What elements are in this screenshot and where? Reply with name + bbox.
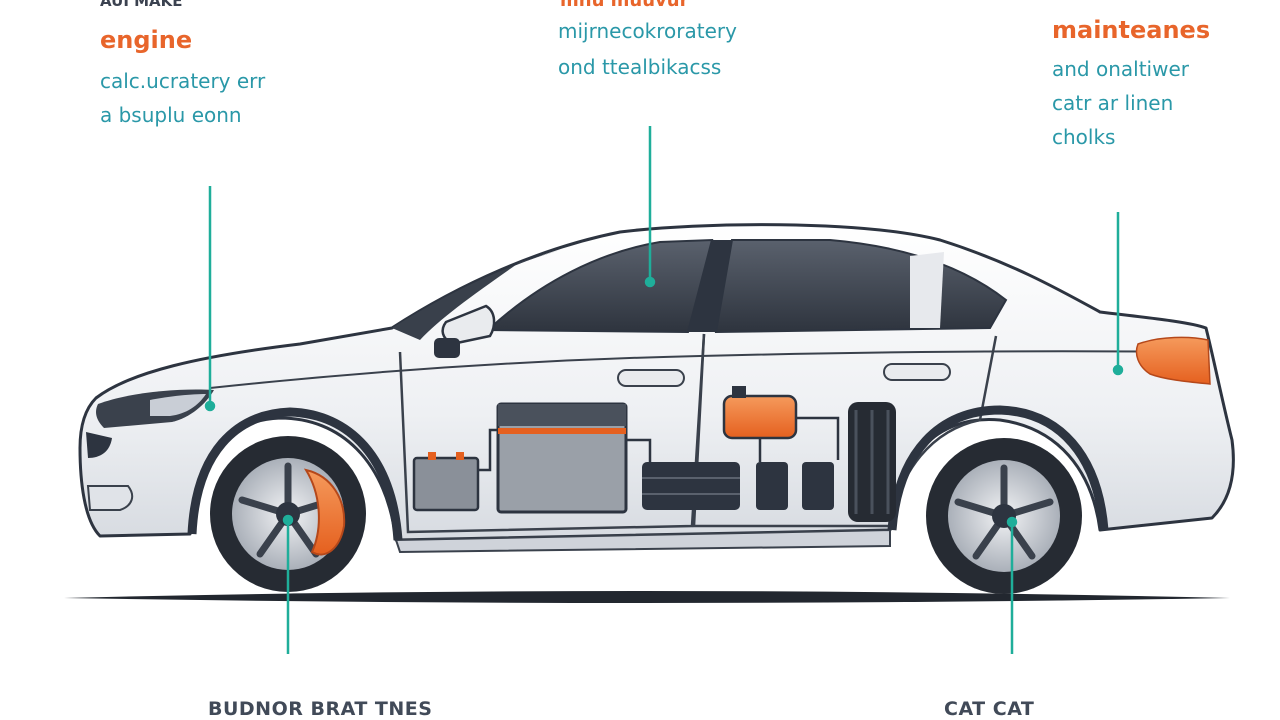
- right-callout-heading: mainteanes: [1052, 16, 1211, 44]
- brake-caliper: [303, 468, 346, 556]
- mirror-base: [434, 338, 460, 358]
- center-callout-top-text: mnu muuvur: [560, 0, 689, 11]
- center-callout-line-2: ond ttealbikacss: [558, 55, 722, 79]
- left-callout-line-2: a bsuplu eonn: [100, 103, 242, 127]
- front-grille: [86, 432, 112, 458]
- center-callout-line-1: mijrnecokroratery: [558, 19, 737, 43]
- left-callout-heading: engine: [100, 26, 193, 54]
- front-wheel-arch: [187, 407, 403, 541]
- rear-wheel: [926, 438, 1082, 594]
- module-c: [802, 462, 834, 510]
- c-pillar: [910, 252, 944, 328]
- right-callout-line-3: cholks: [1052, 125, 1116, 149]
- right-callout-line-1: and onaltiwer: [1052, 57, 1189, 81]
- module-a: [642, 462, 740, 510]
- bottom-label-left: BUDNOR BRAT TNES: [208, 698, 433, 720]
- left-callout-top-text: AUI MAKE: [100, 0, 183, 10]
- headlight-lens: [150, 394, 206, 416]
- front-window: [485, 238, 714, 334]
- module-b: [756, 462, 788, 510]
- tail-light: [1135, 336, 1211, 385]
- front-door-handle: [617, 369, 685, 387]
- small-battery: [412, 456, 480, 512]
- right-callout-line-2: catr ar linen: [1052, 91, 1174, 115]
- rear-wheel-arch: [887, 405, 1109, 531]
- internal-components: [412, 386, 896, 522]
- left-callout-line-1: calc.ucratery err: [100, 69, 266, 93]
- windshield: [392, 250, 560, 340]
- rocker-panel: [394, 528, 891, 554]
- body-crease: [209, 350, 1197, 389]
- rear-door-handle: [883, 363, 951, 381]
- b-pillar: [688, 240, 732, 332]
- coolant-reservoir: [722, 394, 798, 440]
- side-mirror: [441, 304, 496, 346]
- bottom-label-right: CAT CAT: [944, 698, 1035, 720]
- ground-shadow: [64, 591, 1230, 603]
- fog-light: [86, 485, 134, 511]
- leader-lines: [204, 126, 1124, 654]
